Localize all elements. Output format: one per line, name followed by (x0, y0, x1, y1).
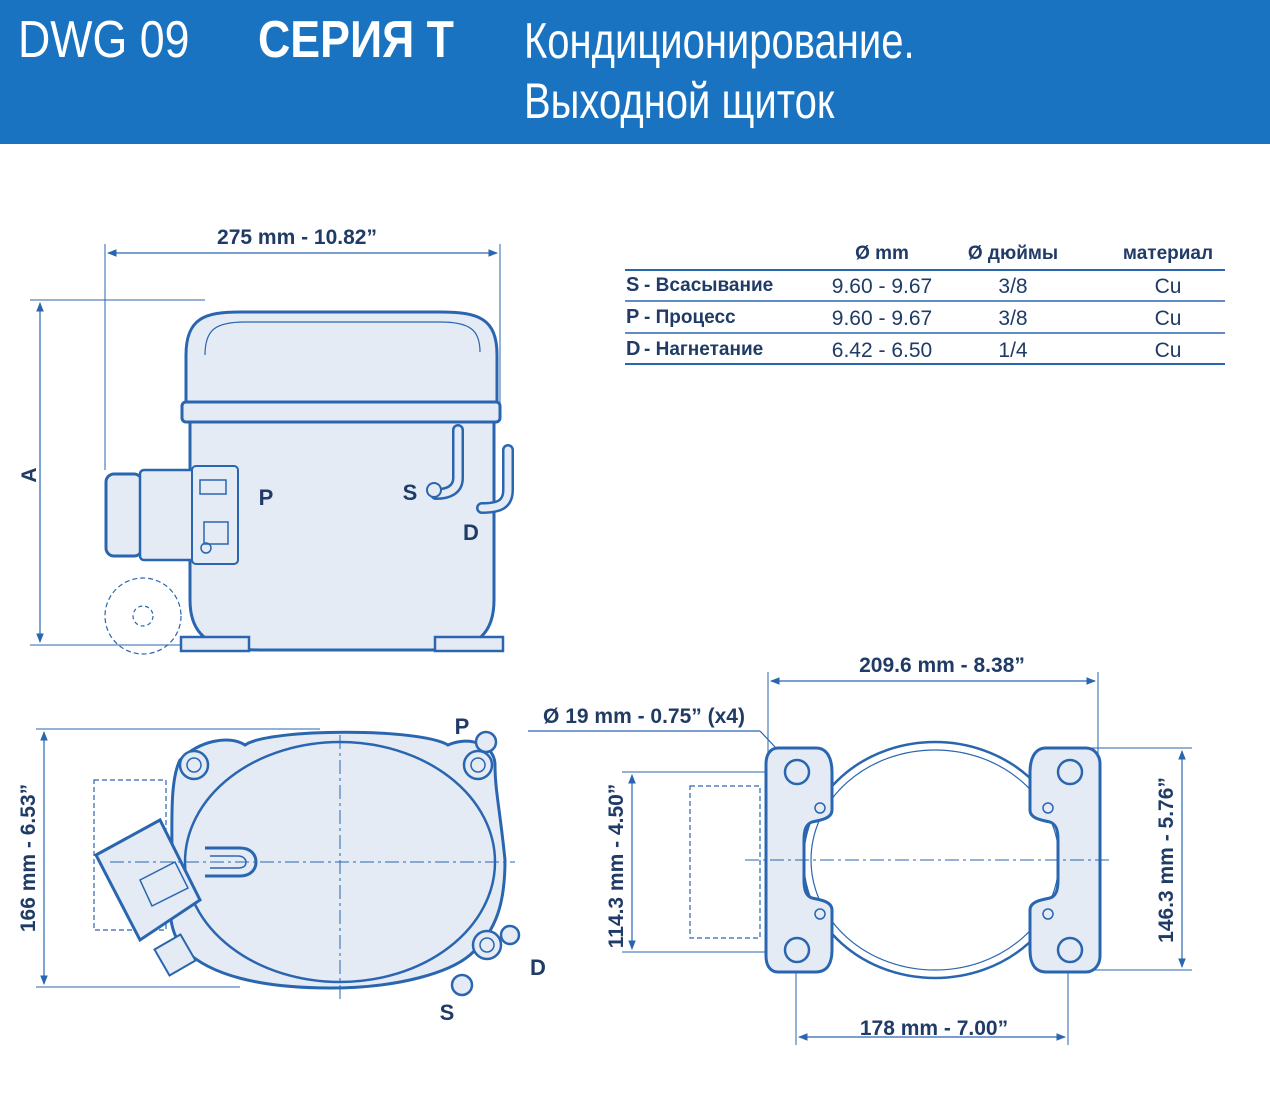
table-header-inch: Ø дюймы (968, 243, 1058, 264)
top-view: 166 mm - 6.53” P D S (17, 714, 546, 1025)
dimension-height-1143: 114.3 mm - 4.50” (605, 784, 628, 949)
table-header-material: материал (1123, 243, 1213, 264)
header-bar: DWG 09 СЕРИЯ T Кондиционирование. Выходн… (0, 0, 1270, 144)
row-name: - Процесс (644, 307, 736, 328)
table-row: P - Процесс 9.60 - 9.67 3/8 Cu (626, 306, 1181, 330)
dimension-height-1463: 146.3 mm - 5.76” (1155, 777, 1178, 943)
row-name: - Всасывание (644, 275, 773, 296)
row-material: Cu (1155, 275, 1182, 298)
dimension-width-178: 178 mm - 7.00” (860, 1017, 1008, 1040)
row-mm: 6.42 - 6.50 (832, 339, 932, 362)
title-line-2: Выходной щиток (524, 73, 835, 129)
row-inch: 3/8 (998, 275, 1027, 298)
row-inch: 1/4 (998, 339, 1028, 362)
dimension-hole-diameter: Ø 19 mm - 0.75” (x4) (543, 705, 745, 728)
row-code: P (626, 306, 639, 328)
label-suction-front: S (403, 480, 418, 505)
table-header-mm: Ø mm (855, 243, 909, 264)
row-material: Cu (1155, 339, 1182, 362)
label-suction-top: S (440, 1000, 455, 1025)
drawing-code: DWG 09 (18, 11, 190, 69)
base-view: 209.6 mm - 8.38” Ø 19 mm - 0.75” (x4) 11… (528, 654, 1192, 1045)
dimension-width-2096: 209.6 mm - 8.38” (859, 654, 1025, 677)
row-mm: 9.60 - 9.67 (832, 275, 932, 298)
title-line-1: Кондиционирование. (524, 13, 915, 69)
row-code: D (626, 338, 640, 360)
table-row: S - Всасывание 9.60 - 9.67 3/8 Cu (626, 274, 1181, 298)
front-view: 275 mm - 10.82” A P S (18, 226, 514, 655)
row-code: S (626, 274, 639, 296)
label-discharge-top: D (530, 955, 546, 980)
dimension-width-275: 275 mm - 10.82” (217, 226, 377, 249)
row-inch: 3/8 (998, 307, 1027, 330)
row-mm: 9.60 - 9.67 (832, 307, 932, 330)
dimension-depth-166: 166 mm - 6.53” (17, 784, 40, 932)
tube-spec-table: Ø mm Ø дюймы материал S - Всасывание 9.6… (625, 243, 1225, 365)
row-material: Cu (1155, 307, 1182, 330)
row-name: - Нагнетание (644, 339, 763, 360)
table-row: D - Нагнетание 6.42 - 6.50 1/4 Cu (626, 338, 1181, 362)
dimension-height-a: A (18, 467, 41, 482)
series-title: СЕРИЯ T (258, 11, 454, 69)
label-discharge-front: D (463, 520, 479, 545)
label-process-top: P (455, 714, 470, 739)
label-process-front: P (259, 485, 274, 510)
